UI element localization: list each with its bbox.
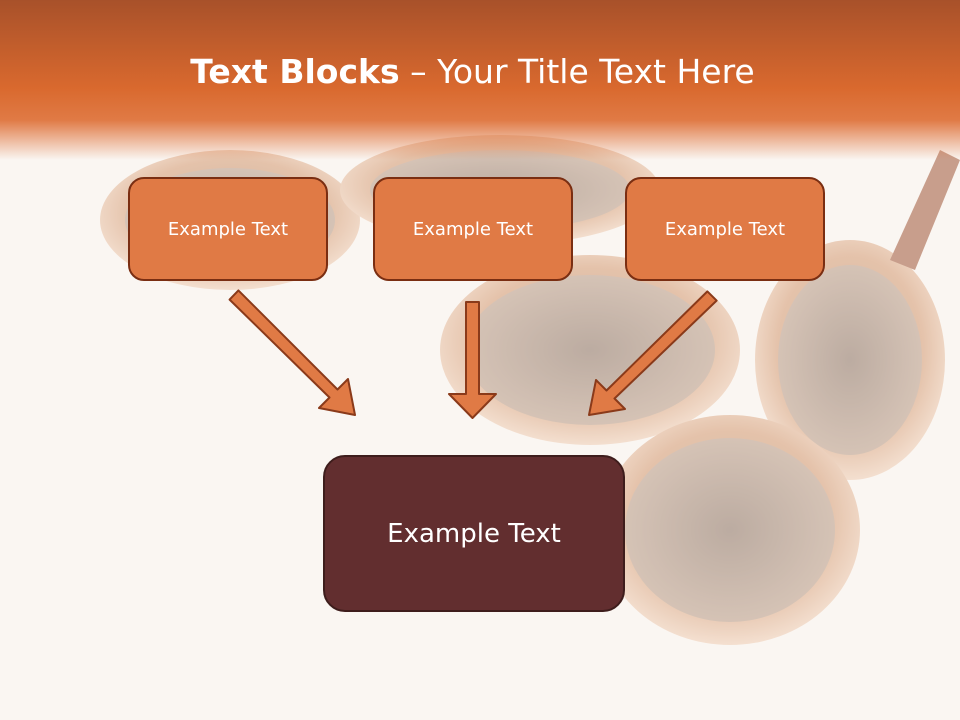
text-block-result-label: Example Text [387, 518, 561, 549]
title-rest: – Your Title Text Here [399, 52, 755, 91]
arrow-down-icon [448, 301, 497, 419]
text-block-right[interactable]: Example Text [625, 177, 825, 281]
text-block-result[interactable]: Example Text [323, 455, 625, 612]
text-block-left-label: Example Text [167, 218, 289, 240]
arrow-down-left-icon [588, 290, 718, 416]
slide-title: Text Blocks – Your Title Text Here [0, 52, 945, 91]
text-block-center-label: Example Text [412, 218, 534, 240]
title-bold: Text Blocks [190, 52, 400, 91]
text-block-left[interactable]: Example Text [128, 177, 328, 281]
text-block-center[interactable]: Example Text [373, 177, 573, 281]
text-block-right-label: Example Text [664, 218, 786, 240]
title-bar [0, 0, 960, 160]
arrow-down-right-icon [228, 289, 356, 416]
